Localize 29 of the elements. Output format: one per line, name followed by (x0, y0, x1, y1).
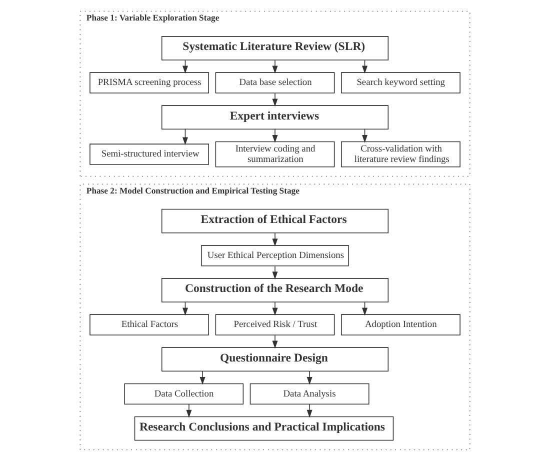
node-box: Extraction of Ethical Factors (161, 208, 389, 234)
arrow (272, 334, 278, 349)
node-box: Data base selection (215, 72, 335, 94)
arrow (272, 266, 278, 280)
arrow (306, 404, 312, 418)
node-box: Semi-structured interview (90, 144, 209, 165)
node-box: Ethical Factors (90, 314, 209, 336)
arrow (186, 404, 192, 418)
node-box: Perceived Risk / Trust (215, 314, 335, 336)
node-box: Cross-validation with literature review findings (341, 141, 460, 168)
node-box: Data Collection (124, 383, 244, 405)
node-box: Construction of the Research Mode (161, 278, 389, 302)
arrow (272, 302, 278, 316)
arrow (272, 128, 278, 143)
node-box: Adoption Intention (341, 314, 460, 336)
arrow (272, 92, 278, 107)
node-box: Research Conclusions and Practical Implications (134, 416, 394, 441)
arrow (306, 371, 312, 385)
arrow (272, 60, 278, 74)
node-box: User Ethical Perception Dimensions (201, 245, 349, 266)
node-box: Search keyword setting (341, 72, 460, 94)
arrow (200, 371, 206, 385)
node-box: Systematic Literature Review (SLR) (161, 36, 389, 60)
node-box: Data Analysis (250, 383, 370, 405)
node-box: Interview coding and summarization (215, 141, 335, 168)
node-box: Expert interviews (161, 105, 389, 130)
node-box: Questionnaire Design (161, 347, 389, 372)
node-box: PRISMA screening process (90, 72, 209, 94)
arrow (272, 232, 278, 247)
